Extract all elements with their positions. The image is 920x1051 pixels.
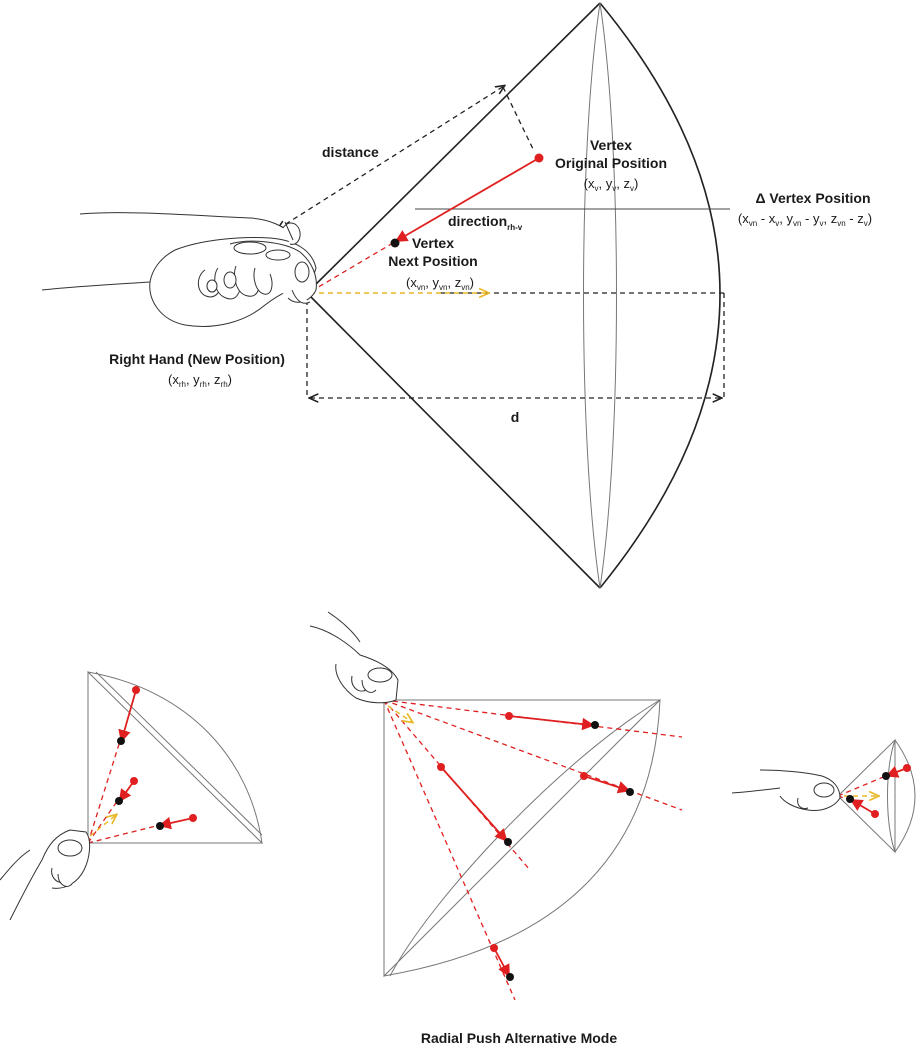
vertex-original-coords: (xv, yv, zv) [584,176,639,193]
direction-dashed-to-hand [309,242,394,293]
caption: Radial Push Alternative Mode [421,1030,618,1046]
direction-arrow [394,157,540,242]
vertex-original-line2: Original Position [555,155,667,171]
right-hand-title: Right Hand (New Position) [109,351,285,367]
main-cone-diagram: distance Vertex Original Position (xv, y… [41,2,872,589]
delta-vertex-title: Δ Vertex Position [755,190,870,206]
cone-edge-bottom [306,292,601,589]
mini-diagram-left [0,670,264,921]
d-label: d [511,409,520,425]
direction-label: directionrh-v [448,213,523,232]
cone-lens [583,2,617,589]
distance-perpendicular [502,86,534,150]
distance-arrow [278,86,504,229]
vertex-next-point [390,238,400,248]
mini-hand-left-icon [0,829,91,921]
delta-vertex-coords: (xvn - xv, yvn - yv, zvn - zv) [738,211,872,228]
vertex-original-line1: Vertex [590,137,632,153]
mini-diagram-right [731,738,916,854]
vertex-next-line2: Next Position [388,253,477,269]
vertex-next-coords: (xvn, yvn, zvn) [406,275,474,292]
right-hand-coords: (xrh, yrh, zrh) [168,372,232,389]
vertex-original-point [534,153,544,163]
mini-hand-right-icon [731,769,841,811]
mini-diagram-center [309,611,683,1001]
mini-hand-center-icon [309,611,399,704]
vertex-next-line1: Vertex [412,235,454,251]
cone-arc [599,2,721,589]
hand-controller-icon [41,212,317,327]
distance-label: distance [322,144,379,160]
